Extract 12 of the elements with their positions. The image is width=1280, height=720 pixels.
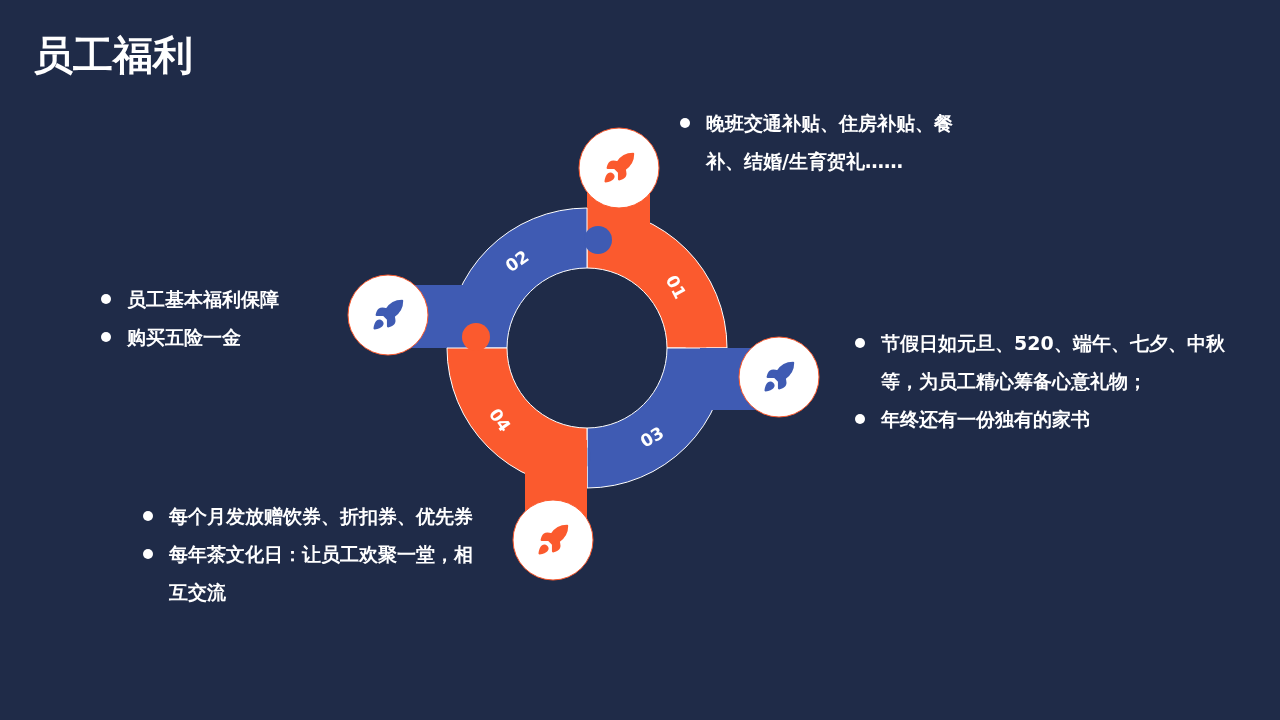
bullet-text: 员工基本福利保障 <box>127 288 279 310</box>
step-number: 03 <box>636 422 668 452</box>
step-number: 04 <box>485 404 515 436</box>
step-number: 01 <box>661 271 691 303</box>
bullet-text: 每个月发放赠饮券、折扣券、优先券 <box>169 505 473 527</box>
bullet-text: 购买五险一金 <box>127 326 241 348</box>
bullet-text: 节假日如元旦、520、端午、七夕、中秋等，为员工精心筹备心意礼物； <box>881 332 1225 392</box>
step-number: 02 <box>501 246 533 276</box>
bullet-text: 每年茶文化日：让员工欢聚一堂，相互交流 <box>169 543 473 603</box>
bullet-text: 年终还有一份独有的家书 <box>881 408 1090 430</box>
title: 员工福利 <box>33 31 193 80</box>
bullet-text: 晚班交通补贴、住房补贴、餐补、结婚/生育贺礼…… <box>706 112 953 172</box>
